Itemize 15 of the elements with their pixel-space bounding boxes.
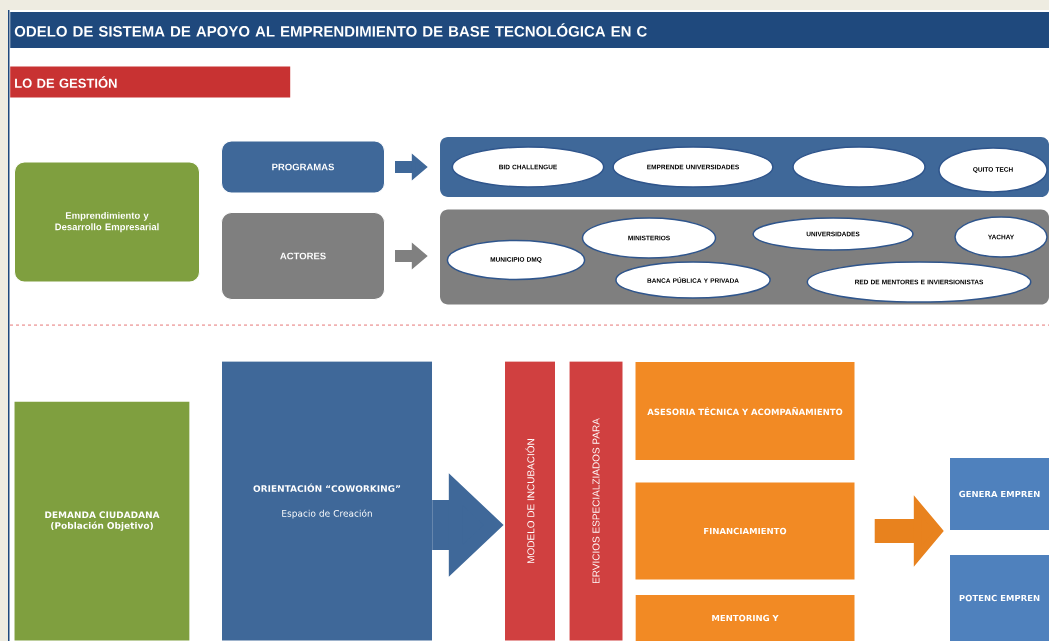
box: ASESORIA TÉCNICA Y ACOMPAÑAMIENTO [635, 362, 855, 460]
rounded-box: ACTORES [221, 212, 385, 300]
rounded-box: Emprendimiento y Desarrollo Empresarial [14, 161, 200, 283]
box: MENTORING Y [635, 595, 855, 641]
box: DEMANDA CIUDADANA (Población Objetivo) [14, 401, 190, 641]
box: FINANCIAMIENTO [635, 482, 855, 580]
vertical-bar: ERVICIOS ESPECIALZIADOS PARA [569, 361, 623, 641]
section-tab: LO DE GESTIÓN [10, 66, 291, 98]
box: POTENC EMPREN [950, 555, 1049, 641]
ellipse-tag [792, 146, 926, 188]
box: GENERA EMPREN [950, 458, 1049, 530]
box: ORIENTACIÓN “COWORKING” Espacio de Creación [222, 361, 432, 641]
rounded-box: PROGRAMAS [221, 140, 385, 194]
vertical-bar: MODELO DE INCUBACIÓN [505, 361, 555, 641]
title-bar: ODELO DE SISTEMA DE APOYO AL EMPRENDIMIENTO DE BASE TECNOLÓGICA EN C [10, 12, 1049, 48]
